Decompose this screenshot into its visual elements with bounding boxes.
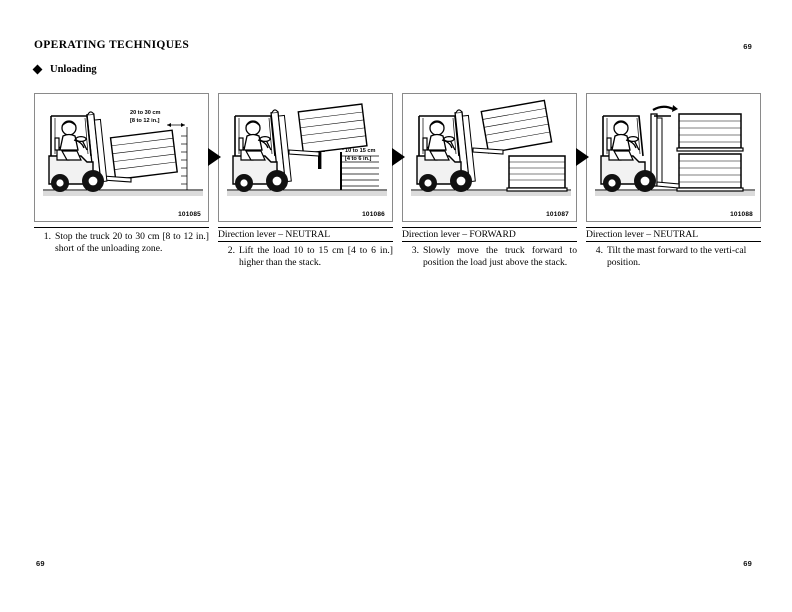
step-item-1: 1. Stop the truck 20 to 30 cm [8 to 12 i… xyxy=(34,231,209,256)
right-arrow-icon-2 xyxy=(392,148,405,166)
dimension-callout-2-line1: 10 to 15 cm xyxy=(345,148,376,154)
figure-panel-1: 20 to 30 cm [8 to 12 in.] 101085 xyxy=(34,93,209,222)
step-column-1: 20 to 30 cm [8 to 12 in.] 101085 1. Stop… xyxy=(34,93,221,270)
step-text-3: Slowly move the truck forward to positio… xyxy=(423,245,577,269)
step-item-4: 4. Tilt the mast forward to the verti-ca… xyxy=(586,245,761,270)
right-arrow-icon-1 xyxy=(208,148,221,166)
forklift-illustration-4 xyxy=(595,105,755,196)
direction-lever-label-2: Direction lever – NEUTRAL xyxy=(218,228,393,242)
step-column-3: 101087 Direction lever – FORWARD 3. Slow… xyxy=(402,93,589,270)
tilt-arrow-icon xyxy=(652,105,674,111)
figure-panel-3: 101087 xyxy=(402,93,577,222)
direction-lever-label-3: Direction lever – FORWARD xyxy=(402,228,577,242)
caption-block-1: 1. Stop the truck 20 to 30 cm [8 to 12 i… xyxy=(34,227,209,256)
figure-id-3: 101087 xyxy=(545,211,570,218)
caption-block-3: Direction lever – FORWARD 3. Slowly move… xyxy=(402,227,577,270)
dimension-callout-1: 20 to 30 cm [8 to 12 in.] xyxy=(130,109,160,125)
page-number-bottom-right: 69 xyxy=(743,559,752,568)
figure-id-2: 101086 xyxy=(361,211,386,218)
caption-rule-4 xyxy=(586,227,761,228)
section-heading: Unloading xyxy=(32,64,97,75)
figure-panel-4: 101088 xyxy=(586,93,761,222)
step-number-1: 1. xyxy=(43,231,51,242)
step-text-1: Stop the truck 20 to 30 cm [8 to 12 in.]… xyxy=(55,231,209,255)
dimension-callout-1-line2: [8 to 12 in.] xyxy=(130,118,160,125)
page-number-top-right: 69 xyxy=(743,42,752,51)
diamond-bullet-icon xyxy=(32,64,43,75)
section-heading-label: Unloading xyxy=(50,64,97,75)
dimension-callout-1-line1: 20 to 30 cm xyxy=(130,110,161,116)
caption-block-2: Direction lever – NEUTRAL 2. Lift the lo… xyxy=(218,227,393,270)
forklift-illustration-1 xyxy=(43,111,203,196)
tilt-arrow-head-icon xyxy=(672,105,678,112)
step-column-4: 101088 Direction lever – NEUTRAL 4. Tilt… xyxy=(586,93,761,270)
step-item-2: 2. Lift the load 10 to 15 cm [4 to 6 in.… xyxy=(218,245,393,270)
figure-id-4: 101088 xyxy=(729,211,754,218)
step-number-3: 3. xyxy=(411,245,419,256)
step-number-2: 2. xyxy=(227,245,235,256)
figure-panel-2: 10 to 15 cm [4 to 6 in.] 101086 xyxy=(218,93,393,222)
right-arrow-icon-3 xyxy=(576,148,589,166)
caption-rule-1 xyxy=(34,227,209,228)
step-text-2: Lift the load 10 to 15 cm [4 to 6 in.] h… xyxy=(239,245,393,269)
dimension-callout-2: 10 to 15 cm [4 to 6 in.] xyxy=(345,147,375,163)
dimension-callout-2-line2: [4 to 6 in.] xyxy=(345,156,372,163)
step-number-4: 4. xyxy=(595,245,603,256)
page-title: OPERATING TECHNIQUES xyxy=(34,39,190,51)
direction-lever-label-4: Direction lever – NEUTRAL xyxy=(586,228,761,242)
page-number-bottom-left: 69 xyxy=(36,559,45,568)
illustration-strip: 20 to 30 cm [8 to 12 in.] 101085 1. Stop… xyxy=(34,93,761,270)
caption-rule-3 xyxy=(402,227,577,228)
forklift-illustration-2 xyxy=(227,103,387,196)
step-column-2: 10 to 15 cm [4 to 6 in.] 101086 Directio… xyxy=(218,93,405,270)
forklift-illustration-3 xyxy=(411,99,571,196)
step-text-4: Tilt the mast forward to the verti-cal p… xyxy=(607,245,747,269)
caption-block-4: Direction lever – NEUTRAL 4. Tilt the ma… xyxy=(586,227,761,270)
step-item-3: 3. Slowly move the truck forward to posi… xyxy=(402,245,577,270)
figure-id-1: 101085 xyxy=(177,211,202,218)
caption-rule-2 xyxy=(218,227,393,228)
